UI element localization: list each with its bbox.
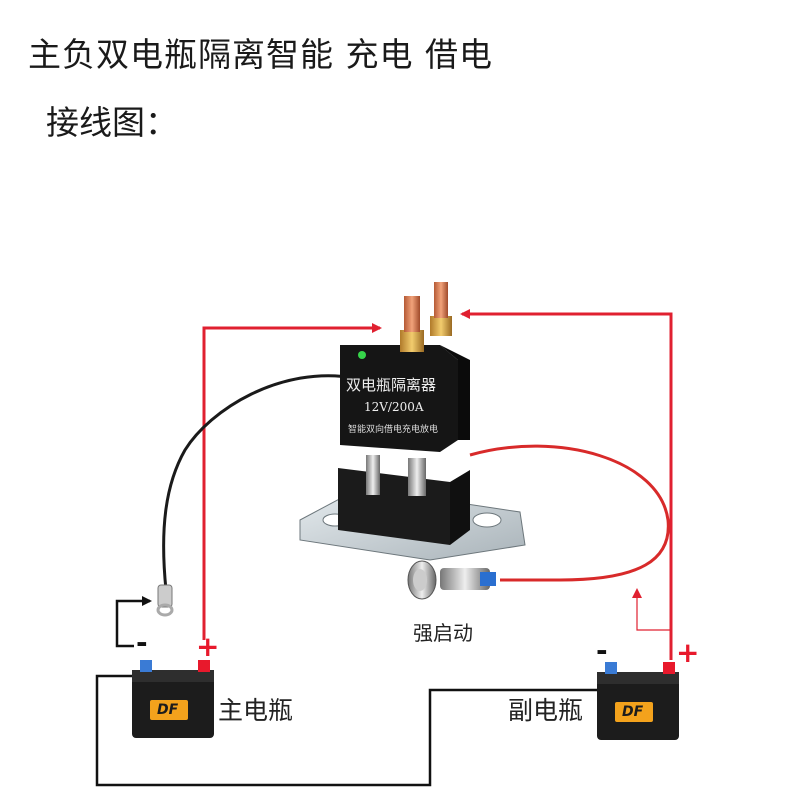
aux-battery-brand: DF (622, 704, 644, 720)
main-battery-label: 主电瓶 (218, 696, 294, 725)
status-led (358, 351, 366, 359)
ground-lug (156, 584, 174, 617)
device-description: 智能双向借电充电放电 (348, 425, 439, 435)
front-terminal-left (366, 455, 380, 495)
main-negative-arrow (115, 596, 152, 648)
switch-feed-arrow (632, 588, 671, 631)
page-subtitle: 接线图： (46, 103, 178, 142)
main-battery-brand: DF (157, 702, 179, 718)
main-positive-sign: + (196, 630, 220, 663)
main-positive-wire (202, 323, 382, 640)
device-rating: 12V/200A (364, 400, 424, 414)
front-terminal-right (408, 458, 426, 496)
aux-battery (597, 662, 679, 740)
main-negative-sign: - (136, 626, 148, 659)
switch-label: 强启动 (413, 621, 473, 645)
push-button-switch (407, 560, 496, 600)
page-title: 主负双电瓶隔离智能 充电 借电 (28, 35, 493, 74)
device-name: 双电瓶隔离器 (346, 376, 437, 394)
stud-left (404, 296, 420, 332)
aux-positive-sign: + (676, 636, 700, 669)
switch-signal-wire (469, 444, 670, 582)
stud-right (434, 282, 448, 318)
main-battery (132, 660, 214, 738)
aux-positive-wire (460, 309, 673, 660)
ground-signal-wire (162, 374, 356, 591)
negative-ground-wire (95, 674, 597, 787)
isolator-device (338, 282, 470, 545)
aux-negative-sign: - (596, 634, 608, 667)
aux-battery-label: 副电瓶 (508, 696, 584, 725)
